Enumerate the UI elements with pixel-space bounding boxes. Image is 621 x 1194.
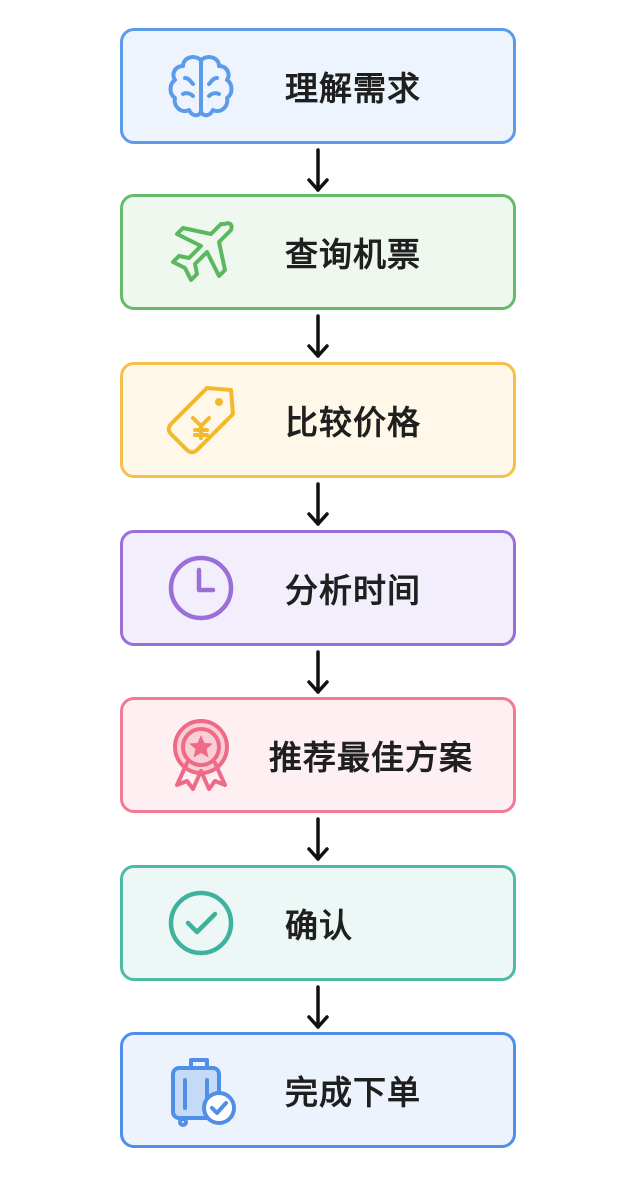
check-circle-icon — [163, 885, 239, 961]
step-label: 完成下单 — [285, 1073, 421, 1112]
step-label: 确认 — [285, 906, 353, 945]
arrow-down-icon — [306, 650, 330, 698]
arrow-down-icon — [306, 817, 330, 865]
award-badge-icon — [163, 717, 239, 793]
brain-icon — [163, 48, 239, 124]
step-complete-order: 完成下单 — [120, 1032, 516, 1148]
step-label: 查询机票 — [285, 235, 421, 274]
step-understand-requirements: 理解需求 — [120, 28, 516, 144]
clock-icon — [163, 550, 239, 626]
airplane-icon — [163, 214, 239, 290]
step-search-flights: 查询机票 — [120, 194, 516, 310]
step-analyze-time: 分析时间 — [120, 530, 516, 646]
step-label: 比较价格 — [285, 403, 421, 442]
step-confirm: 确认 — [120, 865, 516, 981]
arrow-down-icon — [306, 985, 330, 1033]
arrow-down-icon — [306, 314, 330, 362]
arrow-down-icon — [306, 148, 330, 196]
step-label: 理解需求 — [285, 69, 421, 108]
step-compare-prices: 比较价格 — [120, 362, 516, 478]
step-label: 分析时间 — [285, 571, 421, 610]
price-tag-yen-icon — [163, 382, 239, 458]
step-recommend-best-plan: 推荐最佳方案 — [120, 697, 516, 813]
arrow-down-icon — [306, 482, 330, 530]
luggage-check-icon — [163, 1052, 239, 1128]
step-label: 推荐最佳方案 — [269, 738, 473, 777]
